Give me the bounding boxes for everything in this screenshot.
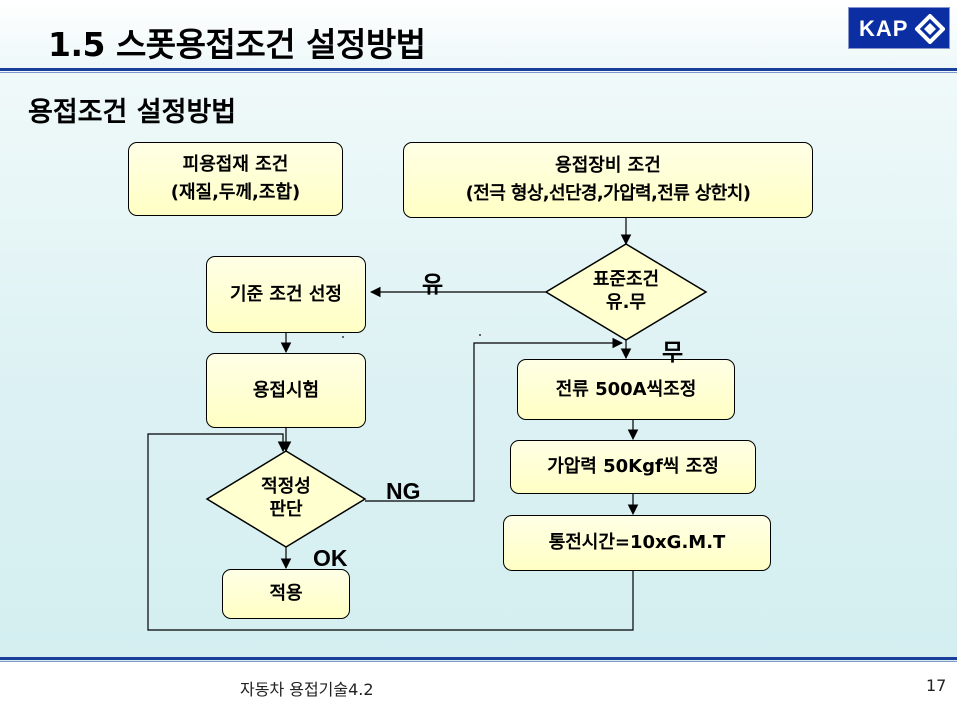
header-rule-thin	[0, 72, 957, 73]
standard-decision-shape	[544, 243, 708, 341]
equipment-condition-label: 용접장비 조건	[555, 155, 661, 177]
reference-select-label: 기준 조건 선정	[230, 283, 342, 305]
weld-time-box: 통전시간=10xG.M.T	[503, 515, 771, 571]
suitability-decision-text: 적정성 판단	[226, 475, 346, 522]
suitability-decision-shape	[205, 450, 367, 548]
page-title: 1.5 스폿용접조건 설정방법	[48, 25, 426, 64]
diamond-logo-icon	[915, 14, 945, 44]
label-no: 무	[662, 340, 684, 366]
arrow-ng-loop	[365, 337, 624, 502]
label-yes: 유	[422, 272, 444, 298]
section-subtitle: 용접조건 설정방법	[28, 97, 237, 128]
footer-text: 자동차 용접기술4.2	[240, 680, 374, 699]
logo-text: KAP	[859, 16, 909, 41]
material-condition-box: 피용접재 조건 (재질,두께,조합)	[128, 142, 343, 216]
material-condition-detail: (재질,두께,조합)	[170, 182, 301, 203]
apply-label: 적용	[269, 583, 303, 605]
equipment-condition-box: 용접장비 조건 (전극 형상,선단경,가압력,전류 상한치)	[403, 142, 813, 218]
footer-rule-thin	[0, 661, 957, 662]
material-condition-label: 피용접재 조건	[182, 154, 289, 176]
standard-decision-line2: 유.무	[606, 292, 646, 314]
header-band	[0, 0, 957, 68]
weld-test-box: 용접시험	[206, 353, 366, 428]
weld-test-label: 용접시험	[252, 379, 320, 401]
footer-rule	[0, 657, 957, 660]
footer-band	[0, 662, 957, 716]
current-adjust-label: 전류 500A씩조정	[555, 378, 697, 400]
equipment-condition-detail: (전극 형상,선단경,가압력,전류 상한치)	[465, 183, 751, 204]
apply-box: 적용	[222, 569, 350, 619]
pressure-adjust-label: 가압력 50Kgf씩 조정	[547, 456, 719, 478]
label-ok: OK	[313, 545, 348, 571]
label-ng: NG	[386, 478, 421, 504]
suitability-decision-line1: 적정성	[261, 476, 311, 497]
kap-logo: KAP	[848, 7, 950, 49]
page-number: 17	[926, 676, 947, 695]
current-adjust-box: 전류 500A씩조정	[517, 359, 735, 420]
standard-decision-text: 표준조건 유.무	[566, 268, 686, 315]
pressure-adjust-box: 가압력 50Kgf씩 조정	[510, 440, 756, 494]
weld-time-label: 통전시간=10xG.M.T	[548, 532, 726, 554]
reference-select-box: 기준 조건 선정	[206, 256, 366, 333]
suitability-decision-line2: 판단	[269, 499, 303, 521]
standard-decision-line1: 표준조건	[592, 269, 660, 290]
header-rule	[0, 68, 957, 71]
arrow-time-loop	[147, 433, 634, 631]
